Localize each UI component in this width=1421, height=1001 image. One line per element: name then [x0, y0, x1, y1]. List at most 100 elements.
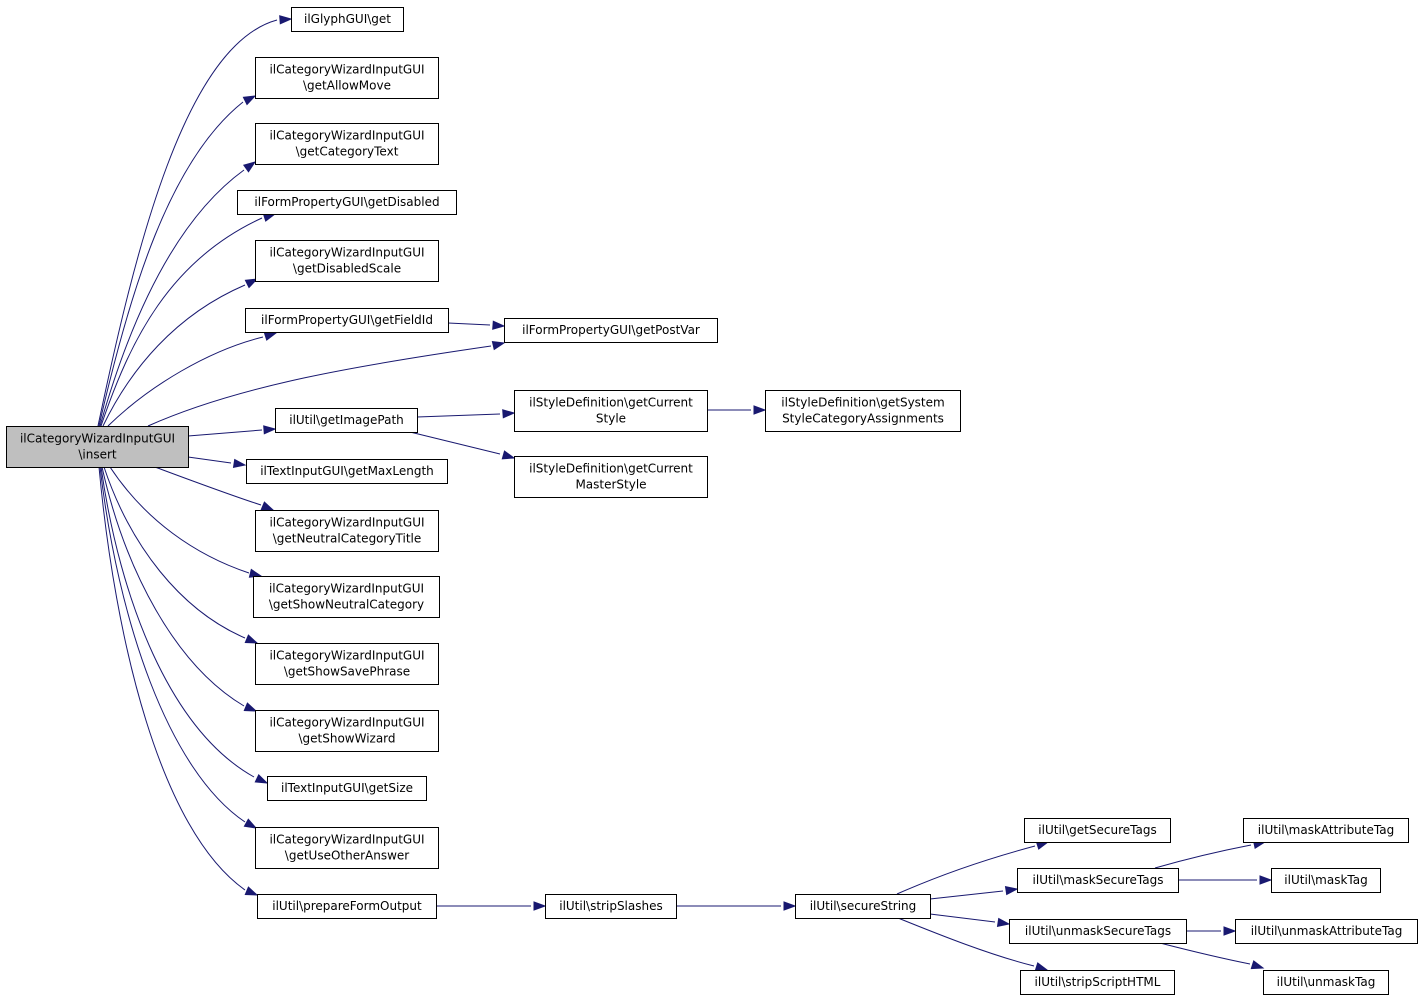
- node-box[interactable]: [1017, 868, 1179, 893]
- edge-n_getFieldId-to-n_getPostVar: [447, 320, 506, 330]
- edge-arrowhead: [1004, 885, 1019, 896]
- edge-arrowhead: [263, 331, 278, 341]
- node-box[interactable]: [246, 459, 448, 484]
- node-box[interactable]: [255, 123, 439, 165]
- node-n_unmaskTag[interactable]: ilUtil\unmaskTag: [1263, 970, 1389, 995]
- node-root[interactable]: ilCategoryWizardInputGUI\insert: [6, 426, 189, 468]
- edge-line: [1159, 942, 1251, 965]
- edge-line: [929, 890, 1004, 900]
- edge-line: [98, 466, 246, 891]
- edge-arrowhead: [244, 634, 259, 644]
- node-box[interactable]: [291, 7, 404, 32]
- node-box[interactable]: [1263, 970, 1389, 995]
- node-n_getShowNeutralCategory[interactable]: ilCategoryWizardInputGUI\getShowNeutralC…: [253, 576, 440, 618]
- node-box[interactable]: [275, 408, 418, 433]
- edge-line: [102, 284, 246, 427]
- node-box[interactable]: [795, 894, 931, 919]
- node-label: \getCategoryText: [296, 145, 399, 159]
- node-n_getFieldId[interactable]: ilFormPropertyGUI\getFieldId: [245, 308, 449, 333]
- node-n_getAllowMove[interactable]: ilCategoryWizardInputGUI\getAllowMove: [255, 57, 439, 99]
- node-box[interactable]: [1271, 868, 1381, 893]
- node-n_getUseOtherAnswer[interactable]: ilCategoryWizardInputGUI\getUseOtherAnsw…: [255, 827, 439, 869]
- node-box[interactable]: [267, 776, 427, 801]
- edge-root-to-n_getPostVar: [147, 341, 506, 427]
- edge-arrowhead: [492, 320, 506, 330]
- node-box[interactable]: [255, 240, 439, 282]
- node-box[interactable]: [765, 390, 961, 432]
- edge-line: [1154, 844, 1252, 869]
- edge-line: [154, 466, 262, 506]
- node-label: ilCategoryWizardInputGUI: [269, 246, 424, 260]
- node-box[interactable]: [253, 576, 440, 618]
- edge-root-to-n_getCategoryText: [99, 161, 257, 427]
- edge-root-to-n_getShowNeutralCategory: [109, 466, 263, 578]
- node-n_getSize[interactable]: ilTextInputGUI\getSize: [267, 776, 427, 801]
- node-n_maskTag[interactable]: ilUtil\maskTag: [1271, 868, 1381, 893]
- node-n_getDisabled[interactable]: ilFormPropertyGUI\getDisabled: [237, 190, 457, 215]
- edge-arrowhead: [533, 901, 547, 911]
- node-n_getNeutralCategoryTitle[interactable]: ilCategoryWizardInputGUI\getNeutralCateg…: [255, 510, 439, 552]
- node-n_getSystemStyleCat[interactable]: ilStyleDefinition\getSystemStyleCategory…: [765, 390, 961, 432]
- node-n_getImagePath[interactable]: ilUtil\getImagePath: [275, 408, 418, 433]
- node-n_maskAttributeTag[interactable]: ilUtil\maskAttributeTag: [1243, 818, 1409, 843]
- node-n_getCategoryText[interactable]: ilCategoryWizardInputGUI \getCategoryText: [255, 123, 439, 165]
- node-label: ilFormPropertyGUI\getPostVar: [522, 323, 700, 337]
- node-box[interactable]: [514, 390, 708, 432]
- node-n_getShowWizard[interactable]: ilCategoryWizardInputGUI\getShowWizard: [255, 710, 439, 752]
- edge-arrowhead: [243, 702, 258, 712]
- node-box[interactable]: [257, 894, 437, 919]
- node-box[interactable]: [255, 510, 439, 552]
- node-n_glyph_get[interactable]: ilGlyphGUI\get: [291, 7, 404, 32]
- node-n_secureString[interactable]: ilUtil\secureString: [795, 894, 931, 919]
- node-n_prepareFormOutput[interactable]: ilUtil\prepareFormOutput: [257, 894, 437, 919]
- node-n_maskSecureTags[interactable]: ilUtil\maskSecureTags: [1017, 868, 1179, 893]
- node-n_getMaxLength[interactable]: ilTextInputGUI\getMaxLength: [246, 459, 448, 484]
- node-label: ilUtil\prepareFormOutput: [272, 899, 422, 913]
- node-box[interactable]: [1020, 970, 1175, 995]
- node-n_stripScriptHTML[interactable]: ilUtil\stripScriptHTML: [1020, 970, 1175, 995]
- edge-root-to-n_getImagePath: [187, 425, 277, 437]
- edge-line: [187, 429, 263, 437]
- edge-root-to-n_getDisabledScale: [102, 278, 259, 427]
- node-box[interactable]: [1243, 818, 1409, 843]
- edge-arrowhead: [232, 458, 247, 469]
- edge-line: [97, 19, 278, 427]
- edge-line: [416, 413, 501, 418]
- node-label: ilTextInputGUI\getMaxLength: [260, 464, 434, 478]
- node-box[interactable]: [255, 710, 439, 752]
- edge-arrowhead: [279, 15, 293, 25]
- node-n_stripSlashes[interactable]: ilUtil\stripSlashes: [545, 894, 677, 919]
- node-n_getPostVar[interactable]: ilFormPropertyGUI\getPostVar: [504, 318, 718, 343]
- edge-arrowhead: [244, 278, 259, 289]
- edge-line: [147, 345, 492, 427]
- node-n_getSecureTags[interactable]: ilUtil\getSecureTags: [1024, 818, 1171, 843]
- node-n_unmaskAttributeTag[interactable]: ilUtil\unmaskAttributeTag: [1235, 919, 1418, 944]
- node-label: ilCategoryWizardInputGUI: [269, 833, 424, 847]
- node-n_getDisabledScale[interactable]: ilCategoryWizardInputGUI\getDisabledScal…: [255, 240, 439, 282]
- edge-n_maskSecureTags-to-n_maskTag: [1178, 875, 1273, 885]
- node-box[interactable]: [255, 827, 439, 869]
- edge-line: [409, 431, 501, 455]
- node-n_unmaskSecureTags[interactable]: ilUtil\unmaskSecureTags: [1009, 919, 1187, 944]
- node-box[interactable]: [1024, 818, 1171, 843]
- node-label: MasterStyle: [575, 478, 646, 492]
- node-label: ilFormPropertyGUI\getFieldId: [261, 313, 433, 327]
- node-box[interactable]: [255, 643, 439, 685]
- edge-line: [99, 169, 245, 427]
- node-box[interactable]: [1009, 919, 1187, 944]
- node-box[interactable]: [245, 308, 449, 333]
- node-box[interactable]: [237, 190, 457, 215]
- node-box[interactable]: [514, 456, 708, 498]
- node-n_getShowSavePhrase[interactable]: ilCategoryWizardInputGUI\getShowSavePhra…: [255, 643, 439, 685]
- node-box[interactable]: [504, 318, 718, 343]
- node-label: ilUtil\unmaskTag: [1277, 975, 1376, 989]
- node-box[interactable]: [1235, 919, 1418, 944]
- node-label: ilCategoryWizardInputGUI: [269, 129, 424, 143]
- node-box[interactable]: [545, 894, 677, 919]
- edge-n_getCurrentStyle-to-n_getSystemStyleCat: [707, 405, 767, 415]
- node-box[interactable]: [255, 57, 439, 99]
- node-box[interactable]: [6, 426, 189, 468]
